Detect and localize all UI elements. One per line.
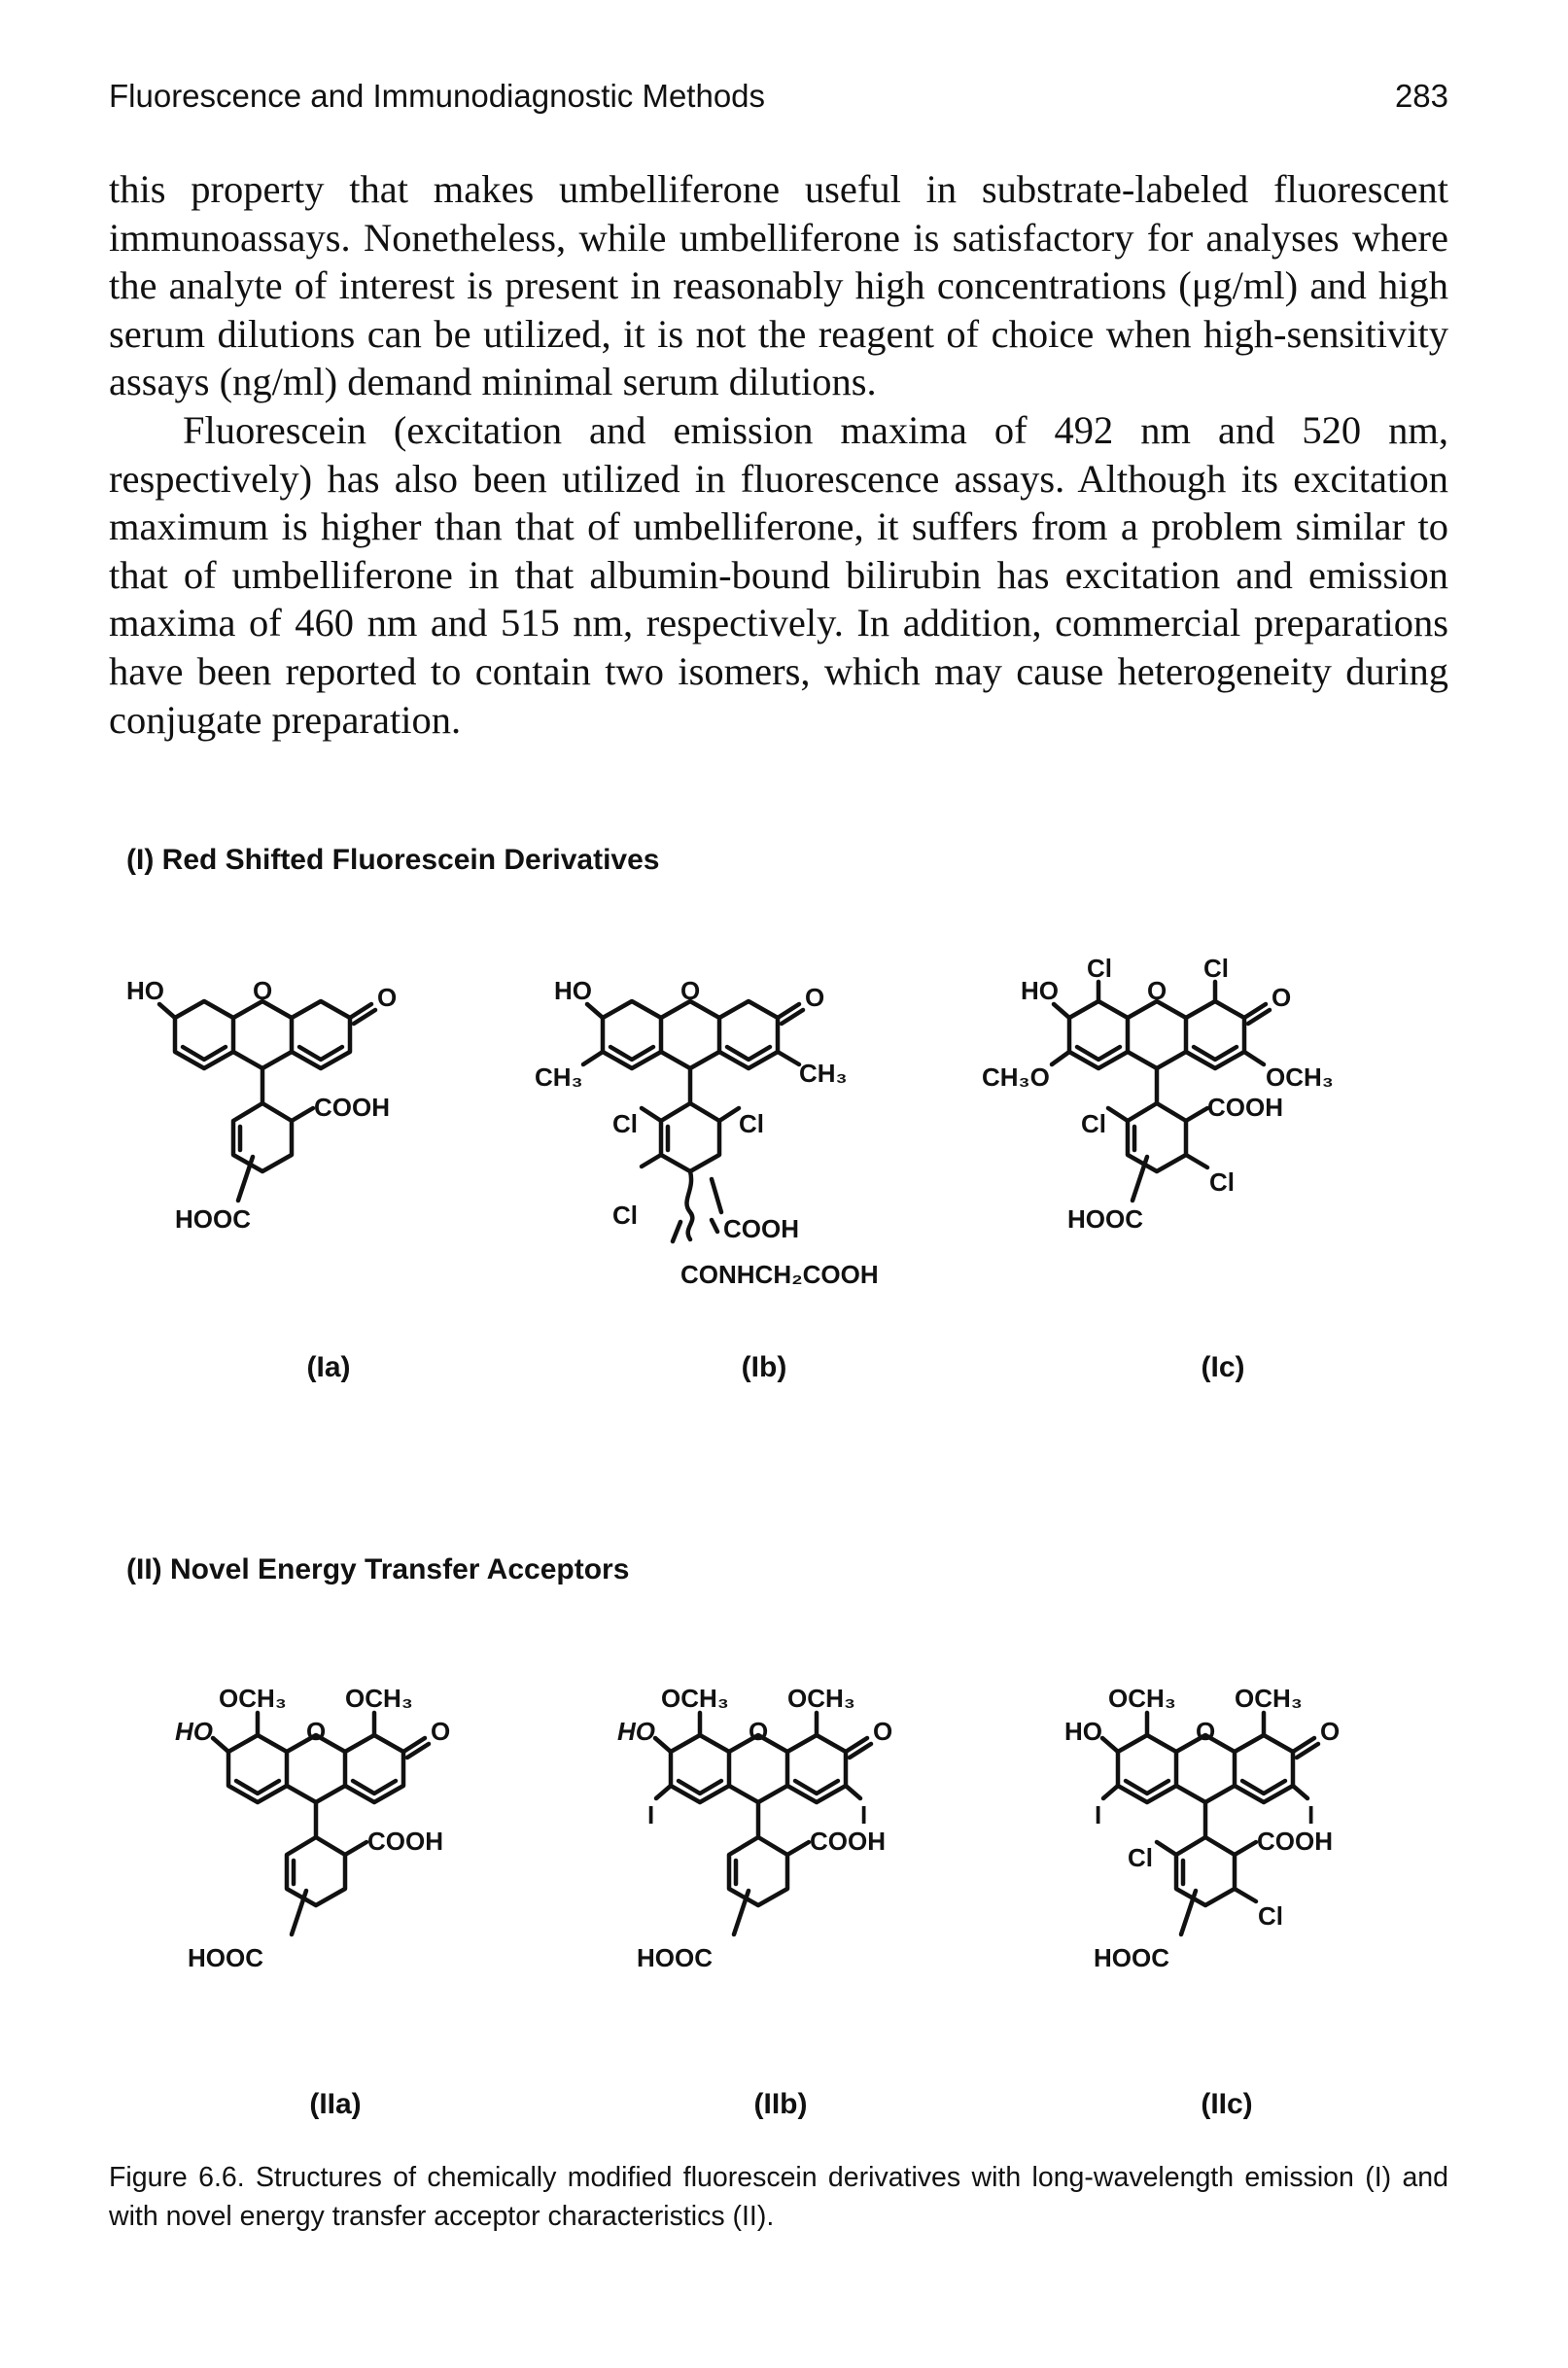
carboxyl-label: HOOC: [637, 1943, 713, 1972]
xanthene-skeleton: [157, 998, 378, 1071]
figure-section-heading: (I) Red Shifted Fluorescein Derivatives: [126, 844, 660, 876]
methoxy-label: OCH₃: [219, 1684, 287, 1713]
carboxyl-label: HOOC: [188, 1943, 263, 1972]
ring-oxygen-label: O: [1147, 976, 1167, 1005]
compound-label: (IIb): [753, 2088, 808, 2120]
benzoic-ring: [230, 1065, 316, 1203]
methyl-label: CH₃: [799, 1059, 848, 1088]
ring-oxygen-label: O: [253, 976, 272, 1005]
ring-oxygen-label: O: [1196, 1717, 1215, 1746]
carboxyl-label: HOOC: [1067, 1204, 1143, 1234]
chlorine-label: Cl: [612, 1109, 638, 1138]
xanthene-skeleton: [210, 1710, 432, 1805]
ho-label: HO: [554, 976, 592, 1005]
keto-oxygen-label: O: [1320, 1717, 1340, 1746]
body-text: this property that makes umbelliferone u…: [109, 165, 1448, 744]
figure-label: Figure 6.6.: [109, 2162, 245, 2193]
running-head: Fluorescence and Immunodiagnostic Method…: [109, 78, 1448, 126]
methoxy-label: CH₃O: [982, 1062, 1050, 1092]
figure-section-heading: (II) Novel Energy Transfer Acceptors: [126, 1553, 630, 1585]
carboxyl-label: COOH: [1207, 1093, 1283, 1122]
caption-text: Structures of chemically modified fluore…: [109, 2162, 1448, 2232]
benzoic-ring: [1154, 1799, 1259, 1937]
xanthene-skeleton: [1049, 979, 1272, 1071]
carboxyl-label: COOH: [314, 1093, 390, 1122]
methoxy-label: OCH₃: [787, 1684, 855, 1713]
keto-oxygen-label: O: [1272, 983, 1291, 1012]
structure-iia: OCH₃ OCH₃ HO O O COOH HOOC: [175, 1684, 450, 1972]
iodine-label: I: [1095, 1800, 1101, 1829]
carboxyl-label: HOOC: [1094, 1943, 1169, 1972]
keto-oxygen-label: O: [873, 1717, 892, 1746]
structure-iib: OCH₃ OCH₃ HO O O I I COOH HOOC: [617, 1684, 892, 1972]
xanthene-skeleton: [1099, 1710, 1321, 1805]
keto-oxygen-label: O: [377, 983, 397, 1012]
chlorine-label: Cl: [1258, 1901, 1283, 1931]
chlorine-label: Cl: [1087, 954, 1112, 983]
methoxy-label: OCH₃: [661, 1684, 729, 1713]
chlorine-label: Cl: [1081, 1109, 1106, 1138]
amide-label: CONHCH₂COOH: [680, 1260, 879, 1289]
ho-label: HO: [126, 976, 164, 1005]
chlorine-label: Cl: [1128, 1843, 1153, 1872]
methyl-label: CH₃: [535, 1062, 583, 1092]
iodine-label: I: [647, 1800, 654, 1829]
compound-label: (IIa): [309, 2088, 362, 2120]
structure-ia: HO O O COOH HOOC: [126, 976, 397, 1234]
carboxyl-label: COOH: [810, 1827, 886, 1856]
structure-ib: HO O O CH₃ CH₃ Cl Cl Cl COOH CONHCH₂COOH: [535, 976, 879, 1289]
compound-label: (Ic): [1201, 1351, 1245, 1383]
carboxyl-label: COOH: [1257, 1827, 1333, 1856]
xanthene-skeleton: [580, 998, 806, 1071]
paragraph: this property that makes umbelliferone u…: [109, 167, 1448, 404]
keto-oxygen-label: O: [431, 1717, 450, 1746]
compound-label: (Ib): [741, 1351, 787, 1383]
running-title: Fluorescence and Immunodiagnostic Method…: [109, 78, 766, 114]
compound-label: (IIc): [1201, 2088, 1253, 2120]
methoxy-label: OCH₃: [1108, 1684, 1176, 1713]
benzoic-ring: [639, 1065, 742, 1244]
iodine-label: I: [860, 1800, 867, 1829]
iodine-label: I: [1307, 1800, 1314, 1829]
methoxy-label: OCH₃: [1235, 1684, 1303, 1713]
ho-label: HO: [1021, 976, 1059, 1005]
paragraph: Fluorescein (excitation and emission max…: [109, 407, 1448, 742]
chlorine-label: Cl: [612, 1201, 638, 1230]
xanthene-skeleton: [652, 1710, 874, 1805]
chlorine-label: Cl: [1203, 954, 1229, 983]
chlorine-label: Cl: [1209, 1167, 1235, 1197]
methoxy-label: OCH₃: [1266, 1062, 1334, 1092]
methoxy-label: OCH₃: [345, 1684, 413, 1713]
structure-iic: OCH₃ OCH₃ HO O O I I Cl COOH Cl HOOC: [1064, 1684, 1340, 1972]
ring-oxygen-label: O: [306, 1717, 326, 1746]
carboxyl-label: COOH: [723, 1214, 799, 1243]
ring-oxygen-label: O: [680, 976, 700, 1005]
keto-oxygen-label: O: [805, 983, 824, 1012]
chlorine-label: Cl: [739, 1109, 764, 1138]
benzoic-ring: [726, 1799, 812, 1937]
page-number: 283: [1394, 78, 1448, 114]
ho-label: HO: [1064, 1717, 1102, 1746]
carboxyl-label: HOOC: [175, 1204, 251, 1234]
ho-label: HO: [617, 1717, 655, 1746]
ring-oxygen-label: O: [749, 1717, 768, 1746]
ho-label: HO: [175, 1717, 213, 1746]
carboxyl-label: COOH: [367, 1827, 443, 1856]
benzoic-ring: [284, 1799, 369, 1937]
compound-label: (Ia): [306, 1351, 351, 1383]
structure-ic: Cl Cl HO O O CH₃O OCH₃ Cl COOH Cl HOOC: [982, 954, 1334, 1234]
figure-caption: Figure 6.6. Structures of chemically mod…: [109, 2158, 1448, 2236]
benzoic-ring: [1105, 1065, 1210, 1203]
